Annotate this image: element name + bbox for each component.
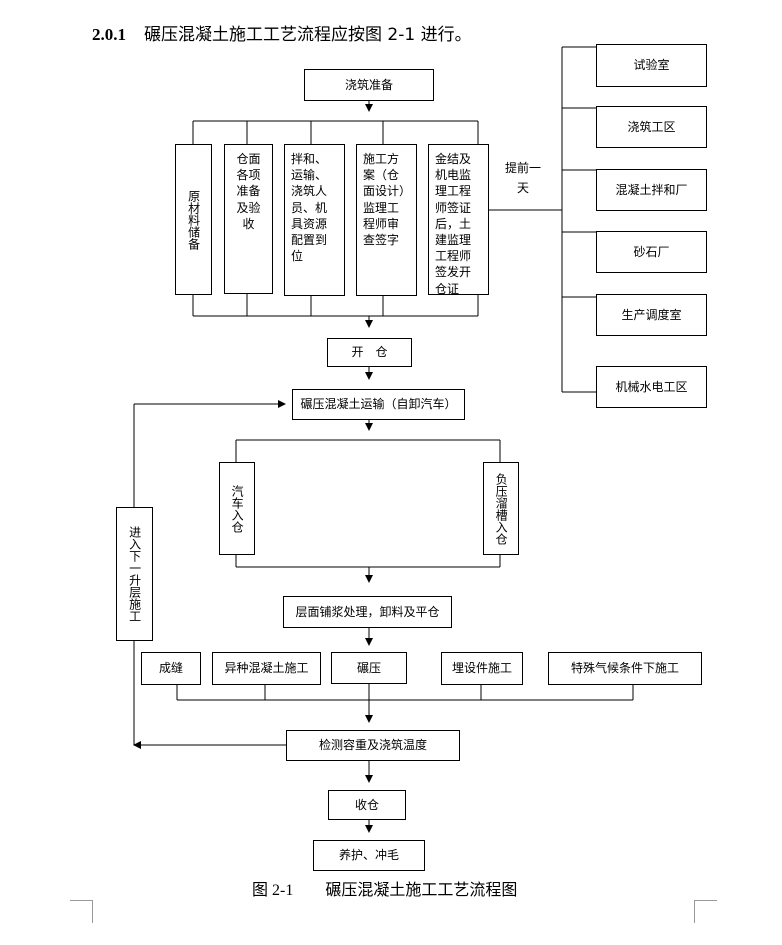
node-prep-materials: 原材料储备 [175, 144, 212, 295]
node-special-concrete: 异种混凝土施工 [212, 652, 321, 685]
node-roll: 碾压 [331, 652, 407, 684]
node-prep-materials-label: 原材料储备 [186, 189, 201, 250]
figure-caption: 图 2-1 碾压混凝土施工工艺流程图 [252, 876, 517, 900]
figure-number: 图 2-1 [252, 882, 294, 899]
node-pour-prep: 浇筑准备 [304, 69, 434, 101]
page-corner-mark-right [694, 900, 717, 923]
page-corner-mark-left [70, 900, 93, 923]
notify-aggregate-plant: 砂石厂 [596, 231, 707, 273]
notify-batch-plant: 混凝土拌和厂 [596, 169, 707, 211]
node-embed: 埋设件施工 [441, 652, 523, 685]
notify-pour-zone: 浇筑工区 [596, 106, 707, 148]
notify-mech-elec-zone: 机械水电工区 [596, 366, 707, 408]
node-chute-entry: 负压溜槽入仓 [483, 462, 519, 555]
node-chute-entry-label: 负压溜槽入仓 [494, 472, 509, 545]
node-next-lift: 进入下一升层施工 [116, 507, 153, 641]
node-cure: 养护、冲毛 [313, 840, 425, 871]
node-close: 收仓 [328, 790, 406, 820]
notify-dispatch-room: 生产调度室 [596, 294, 707, 336]
node-prep-certificate: 金结及机电监理工程师签证后，土建监理工程师签发开仓证 [428, 144, 489, 296]
node-weather: 特殊气候条件下施工 [548, 652, 702, 685]
note-advance: 提前一天 [505, 161, 542, 196]
notify-lab: 试验室 [596, 44, 707, 87]
node-layer-treatment: 层面铺浆处理，卸料及平仓 [283, 596, 452, 628]
node-joint: 成缝 [141, 652, 201, 685]
node-prep-resources: 拌和、运输、浇筑人员、机具资源配置到位 [284, 144, 345, 296]
node-prep-deck: 仓面各项准备及验收 [224, 144, 273, 294]
section-text: 碾压混凝土施工工艺流程应按图 2-1 进行。 [144, 25, 472, 45]
node-truck-entry: 汽车入仓 [219, 462, 255, 555]
node-transport: 碾压混凝土运输（自卸汽车） [292, 389, 465, 420]
figure-title: 碾压混凝土施工工艺流程图 [325, 880, 518, 899]
node-truck-entry-label: 汽车入仓 [230, 484, 245, 533]
section-heading: 2.0.1 碾压混凝土施工工艺流程应按图 2-1 进行。 [92, 20, 472, 45]
node-inspect: 检测容重及浇筑温度 [286, 730, 460, 761]
node-open: 开 仓 [327, 338, 412, 367]
node-next-lift-label: 进入下一升层施工 [127, 526, 142, 622]
section-number: 2.0.1 [92, 25, 126, 44]
node-prep-plan: 施工方案（仓面设计）监理工程师审查签字 [356, 144, 417, 296]
